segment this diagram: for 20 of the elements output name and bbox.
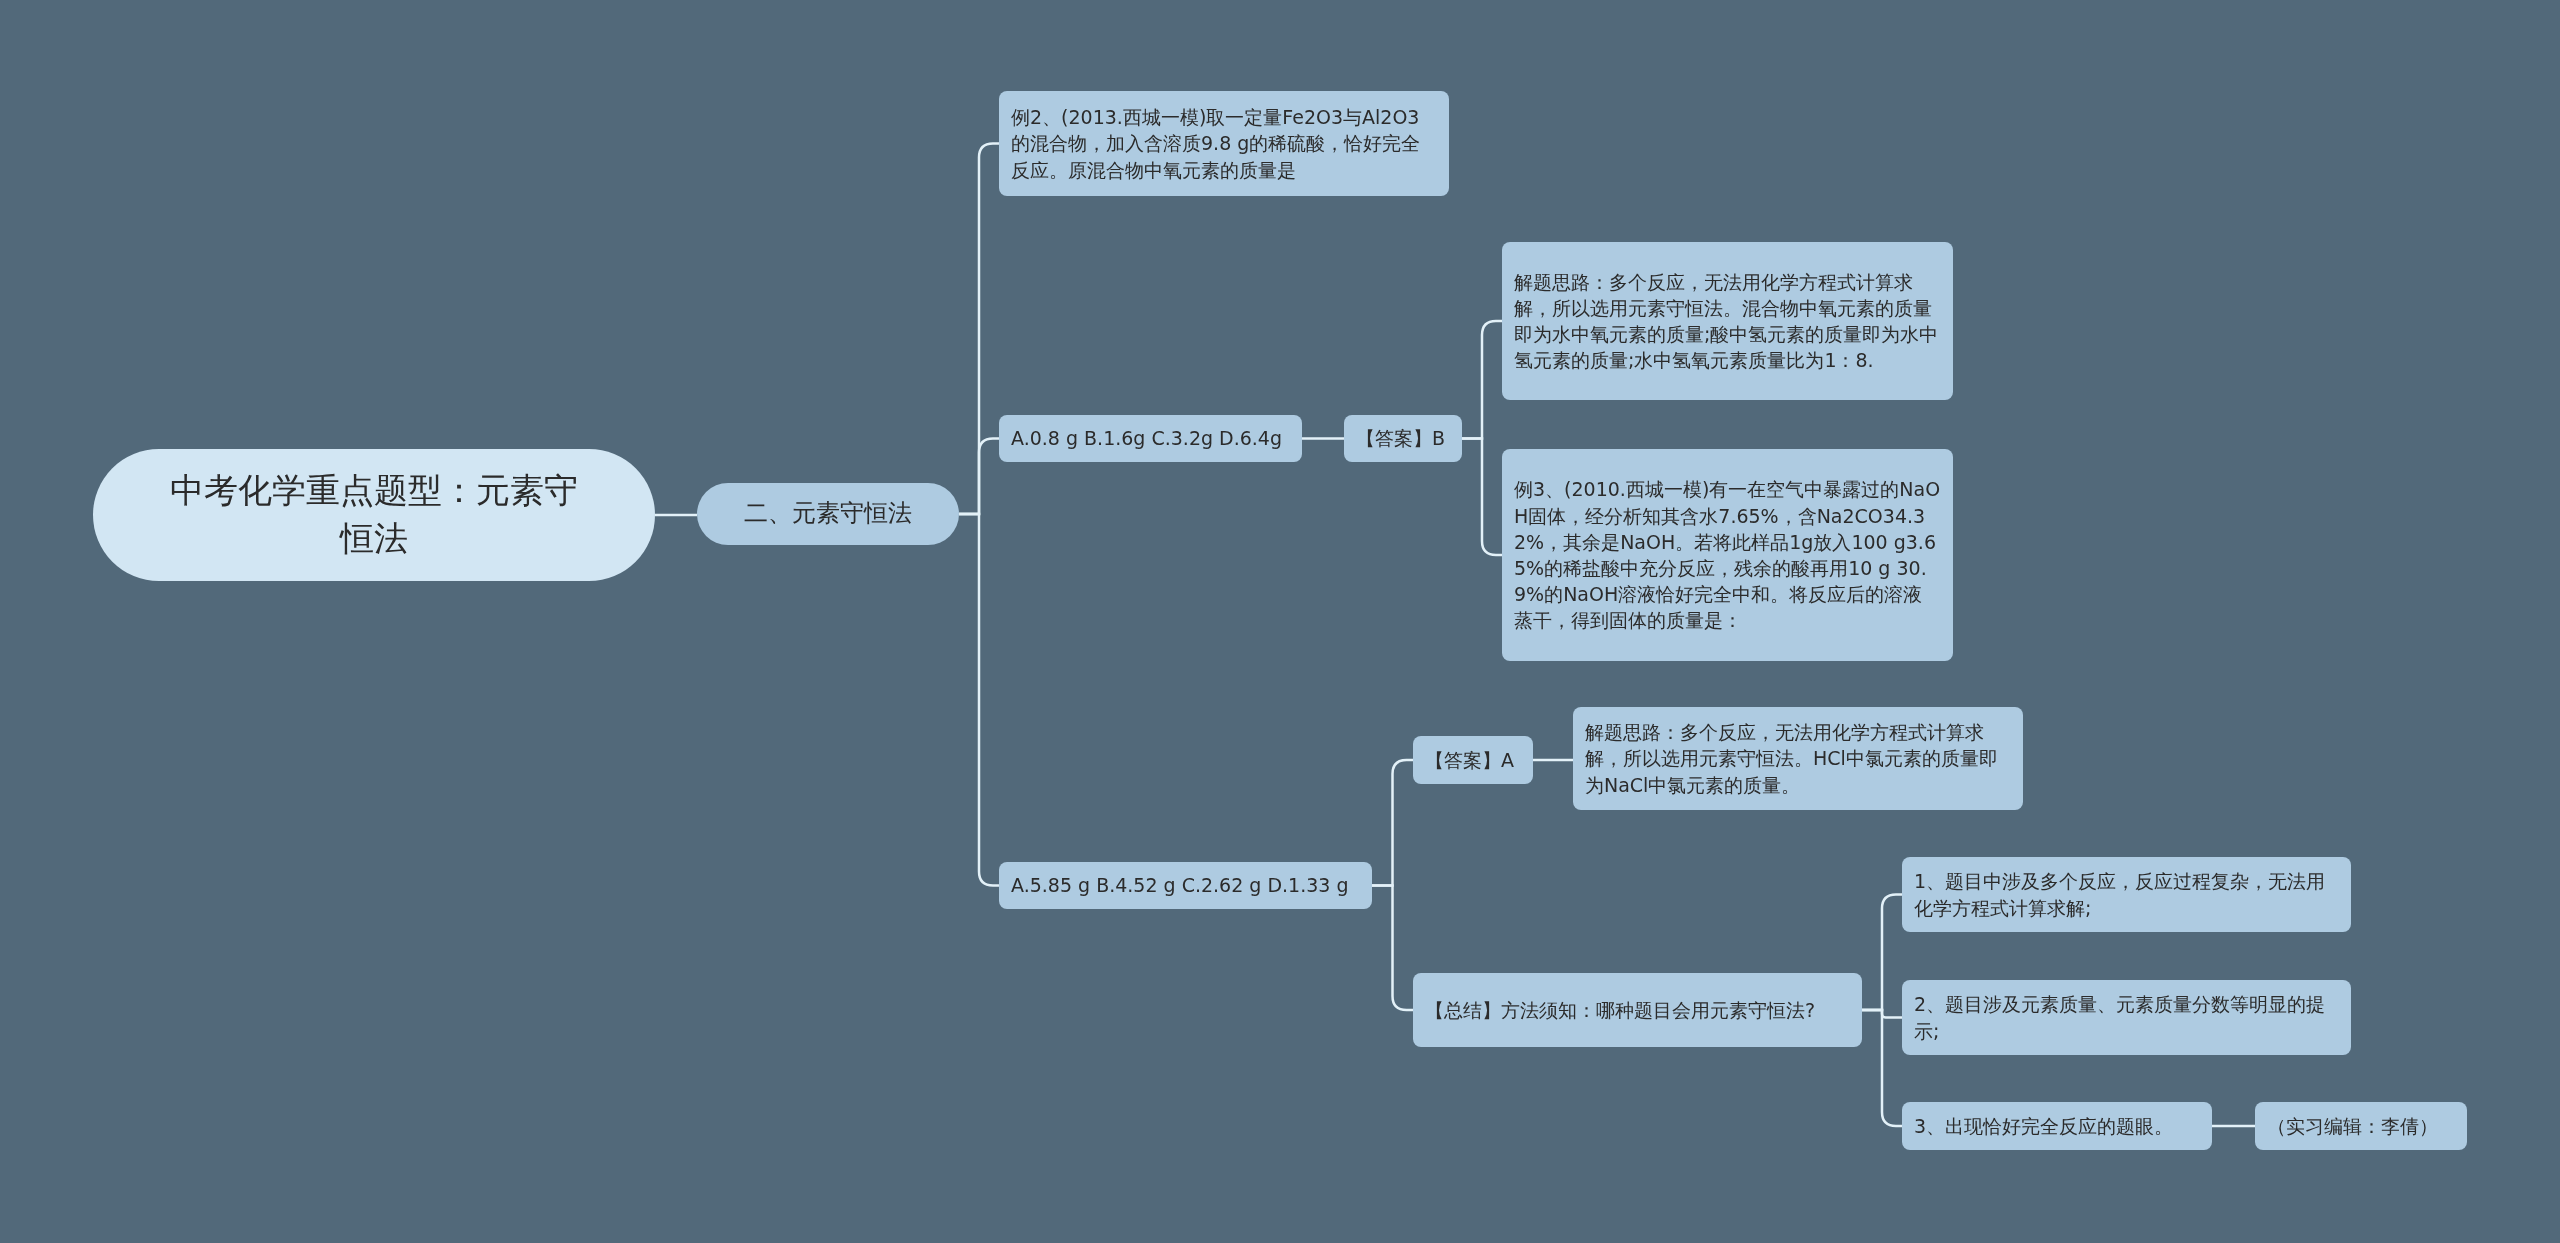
topic-box: 解题思路：多个反应，无法用化学方程式计算求解，所以选用元素守恒法。HCl中氯元素的质量即为NaCl中氯元素的质量。	[1573, 707, 2023, 810]
topic-box: 解题思路：多个反应，无法用化学方程式计算求解，所以选用元素守恒法。混合物中氧元素的质量即为水中氧元素的质量;酸中氢元素的质量即为水中氢元素的质量;水中氢氧元素质量比为1：8.	[1502, 242, 1953, 400]
connector-line	[1302, 437, 1344, 440]
connector-line	[1372, 884, 1413, 1012]
topic-box: A.5.85 g B.4.52 g C.2.62 g D.1.33 g	[999, 862, 1372, 909]
topic-box: （实习编辑：李倩）	[2255, 1102, 2467, 1150]
topic-box: 3、出现恰好完全反应的题眼。	[1902, 1102, 2212, 1150]
topic-box: 【答案】A	[1413, 736, 1533, 784]
topic-box: 【总结】方法须知：哪种题目会用元素守恒法?	[1413, 973, 1862, 1047]
connector-line	[1533, 758, 1573, 762]
connector-line	[655, 513, 697, 517]
topic-box: 例3、(2010.西城一模)有一在空气中暴露过的NaOH固体，经分析知其含水7.65%，含Na2CO34.32%，其余是NaOH。若将此样品1g放入100 g3.65%的稀盐酸中充分反应，残余的酸再用10 g 30.9%的NaOH溶液恰好完全中和。将反应后的溶液蒸干，得到固体的质量是：	[1502, 449, 1953, 661]
central-topic: 中考化学重点题型：元素守恒法	[93, 449, 655, 581]
topic-box: 例2、(2013.西城一模)取一定量Fe2O3与Al2O3的混合物，加入含溶质9.8 g的稀硫酸，恰好完全反应。原混合物中氧元素的质量是	[999, 91, 1449, 196]
topic-box: A.0.8 g B.1.6g C.3.2g D.6.4g	[999, 415, 1302, 462]
topic-box: 2、题目涉及元素质量、元素质量分数等明显的提示;	[1902, 980, 2351, 1055]
topic-box: 1、题目中涉及多个反应，反应过程复杂，无法用化学方程式计算求解;	[1902, 857, 2351, 932]
connector-line	[2212, 1124, 2255, 1128]
topic-box: 【答案】B	[1344, 415, 1462, 462]
topic-box: 二、元素守恒法	[697, 483, 959, 545]
